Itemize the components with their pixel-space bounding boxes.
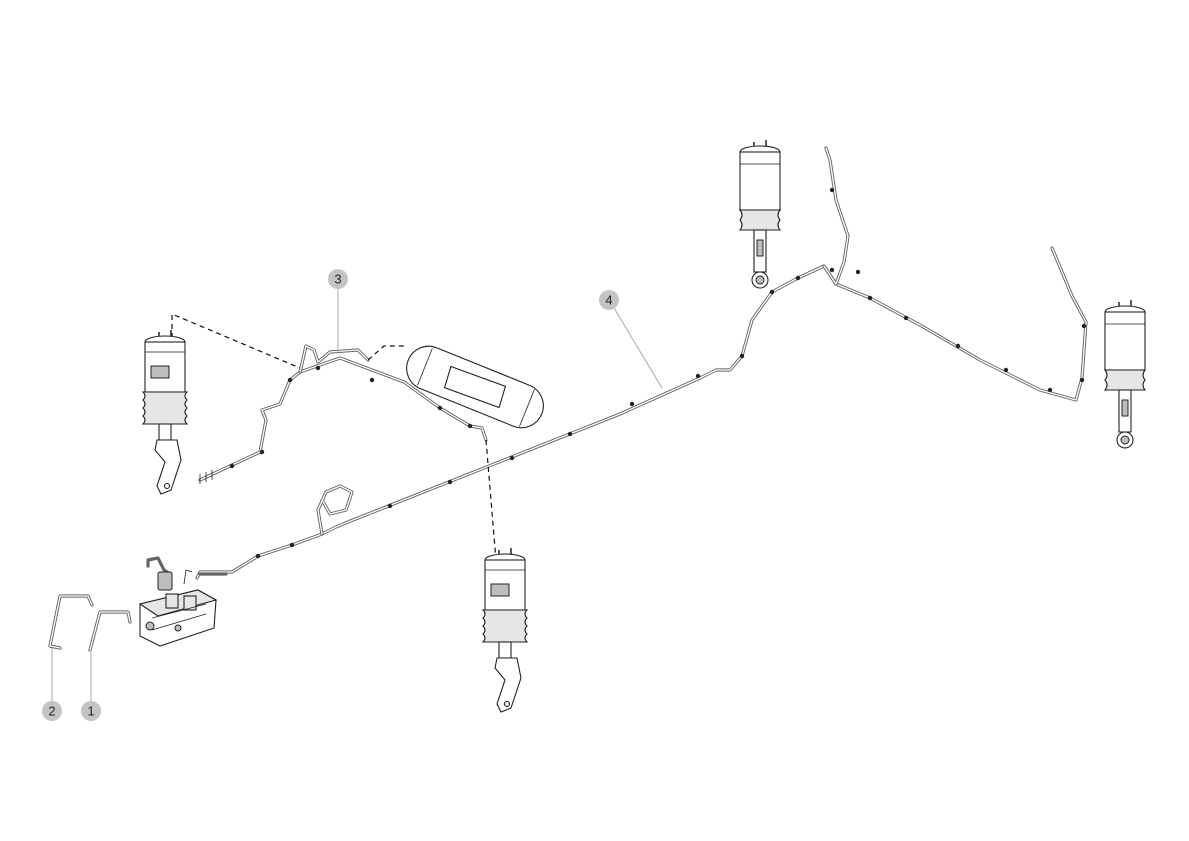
callout-3: 3 bbox=[328, 269, 348, 289]
rear-right-air-strut bbox=[1104, 299, 1146, 449]
callout-2-circle bbox=[42, 701, 62, 721]
pipe-assembly-3 bbox=[198, 344, 488, 484]
pipe-assembly-4 bbox=[195, 146, 1088, 580]
front-right-air-strut bbox=[482, 547, 528, 713]
callout-4: 4 bbox=[599, 290, 619, 310]
callout-2-label: 2 bbox=[48, 704, 55, 719]
valve-block-unit bbox=[138, 556, 218, 647]
dashed-connection-lines bbox=[171, 313, 497, 561]
callout-4-circle bbox=[599, 290, 619, 310]
callout-2: 2 bbox=[42, 701, 62, 721]
air-reservoir-tank bbox=[406, 345, 544, 429]
callout-1-label: 1 bbox=[87, 704, 94, 719]
pipe-1 bbox=[88, 610, 132, 652]
callout-1: 1 bbox=[81, 701, 101, 721]
front-left-air-strut bbox=[142, 329, 188, 495]
callout-4-label: 4 bbox=[605, 293, 612, 308]
pipe-2 bbox=[48, 594, 94, 650]
callout-1-circle bbox=[81, 701, 101, 721]
callout-3-circle bbox=[328, 269, 348, 289]
callout-3-label: 3 bbox=[334, 272, 341, 287]
rear-left-air-strut bbox=[739, 139, 781, 289]
callout-leader-lines bbox=[51, 288, 663, 702]
